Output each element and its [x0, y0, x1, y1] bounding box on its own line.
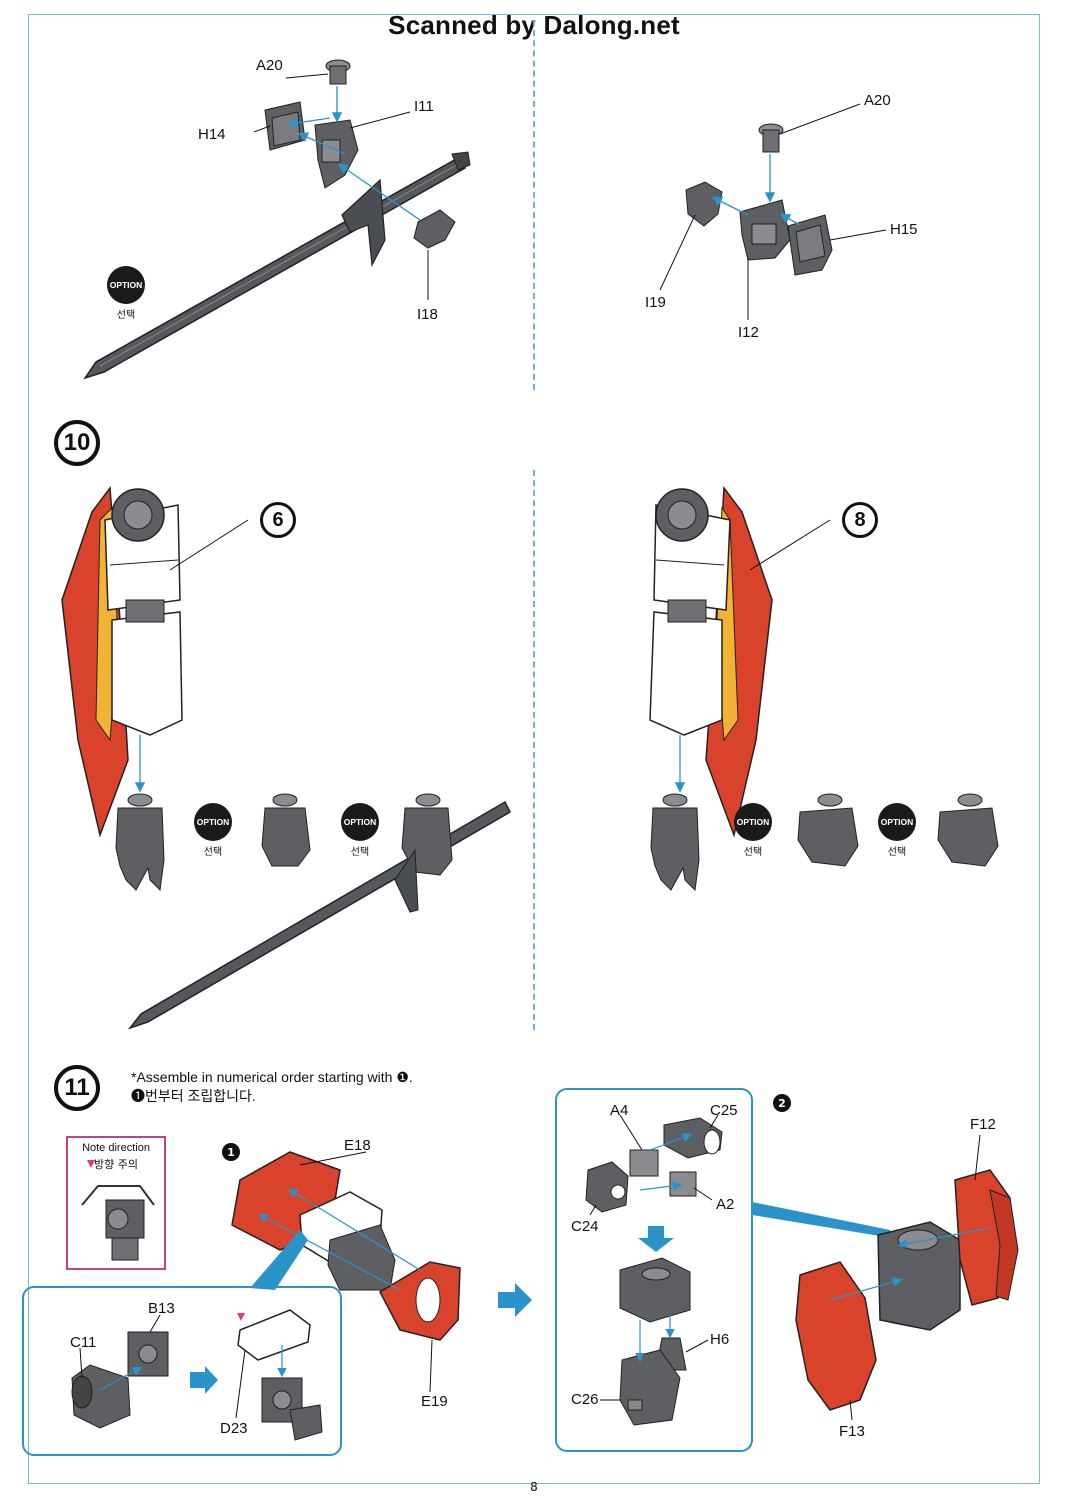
part-assembled-inset: [261, 1377, 323, 1441]
option-korean: 선택: [116, 310, 136, 321]
option-label: OPTION: [878, 803, 916, 841]
part-f13-shape: [795, 1261, 877, 1411]
part-e19-shape: [379, 1261, 461, 1341]
label-h6: H6: [710, 1331, 730, 1348]
sub-step-8: 8: [842, 502, 878, 538]
label-i18: I18: [417, 306, 438, 323]
label-i19: I19: [645, 294, 666, 311]
arm-illustration-left: [61, 485, 183, 838]
label-c11: C11: [70, 1334, 97, 1351]
sub-step-1-marker: 1: [222, 1143, 240, 1161]
sub-assembly-inset-box: [22, 1286, 342, 1456]
part-c24-shape: [585, 1161, 629, 1213]
option-badge-top: OPTION 선택: [106, 266, 146, 321]
hand-fist-left: [261, 793, 311, 867]
option-badge-10a: OPTION 선택: [193, 803, 233, 858]
part-a20-shape-left: [325, 59, 351, 85]
note-direction-illustration: [81, 1160, 155, 1261]
step-10-number: 10: [54, 420, 100, 466]
option-label: OPTION: [341, 803, 379, 841]
part-i19-shape: [685, 181, 723, 227]
hand-sword-left: [127, 793, 511, 1030]
sub-step-6: 6: [260, 502, 296, 538]
part-assembled-block: [619, 1257, 691, 1323]
sub-step-2-box: [555, 1088, 753, 1452]
label-h15: H15: [890, 221, 918, 238]
label-a4: A4: [610, 1102, 629, 1119]
option-korean: 선택: [743, 847, 763, 858]
hand-fist-right-2: [937, 793, 999, 867]
label-d23: D23: [220, 1420, 248, 1437]
part-i11-shape: [314, 119, 359, 189]
note-direction-en: Note direction: [82, 1142, 150, 1154]
option-korean: 선택: [350, 847, 370, 858]
part-d23-shape: [237, 1309, 311, 1361]
hand-fist-right-1: [797, 793, 859, 867]
part-h15-shape: [787, 214, 833, 276]
label-i11: I11: [414, 98, 434, 115]
option-badge-10d: OPTION 선택: [877, 803, 917, 858]
step-11-instruction: *Assemble in numerical order starting wi…: [131, 1068, 413, 1106]
hand-open-right: [650, 793, 700, 892]
label-a20-left: A20: [256, 57, 283, 74]
label-c24: C24: [571, 1218, 599, 1235]
part-a20-shape-right: [758, 123, 784, 153]
option-label: OPTION: [107, 266, 145, 304]
part-i12-shape: [739, 199, 791, 261]
down-arrow: [638, 1226, 674, 1252]
part-c11-shape: [71, 1364, 131, 1429]
label-e18: E18: [344, 1137, 371, 1154]
option-badge-10b: OPTION 선택: [340, 803, 380, 858]
instruction-en: *Assemble in numerical order starting wi…: [131, 1069, 413, 1085]
page-number: 8: [530, 1480, 538, 1494]
option-label: OPTION: [734, 803, 772, 841]
label-c25: C25: [710, 1102, 738, 1119]
divider-top: [533, 20, 535, 390]
label-e19: E19: [421, 1393, 448, 1410]
hand-open-left: [115, 793, 165, 892]
step-11-number: 11: [54, 1065, 100, 1111]
sub-step-2-marker: 2: [773, 1094, 791, 1112]
note-direction-box: Note direction 방향 주의: [66, 1136, 166, 1270]
note-direction-kr: 방향 주의: [94, 1158, 138, 1171]
label-a20-right: A20: [864, 92, 891, 109]
label-f12: F12: [970, 1116, 996, 1133]
option-label: OPTION: [194, 803, 232, 841]
label-i12: I12: [738, 324, 759, 341]
next-arrow: [498, 1283, 532, 1317]
label-f13: F13: [839, 1423, 865, 1440]
part-i18-shape: [413, 209, 456, 249]
option-badge-10c: OPTION 선택: [733, 803, 773, 858]
option-korean: 선택: [887, 847, 907, 858]
part-h14-shape: [264, 101, 306, 151]
label-b13: B13: [148, 1300, 175, 1317]
label-a2: A2: [716, 1196, 735, 1213]
part-f12-shape: [954, 1169, 1019, 1306]
instruction-kr: ❶번부터 조립합니다.: [131, 1088, 256, 1104]
sword-illustration-top: [83, 151, 471, 380]
part-core-gray: [877, 1221, 961, 1331]
label-h14: H14: [198, 126, 226, 143]
label-c26: C26: [571, 1391, 599, 1408]
divider-middle: [533, 470, 535, 1030]
part-a4-shape: [629, 1149, 659, 1177]
page-frame: [28, 14, 1040, 1484]
part-b13-shape: [127, 1331, 169, 1377]
arm-illustration-right: [649, 485, 773, 838]
option-korean: 선택: [203, 847, 223, 858]
